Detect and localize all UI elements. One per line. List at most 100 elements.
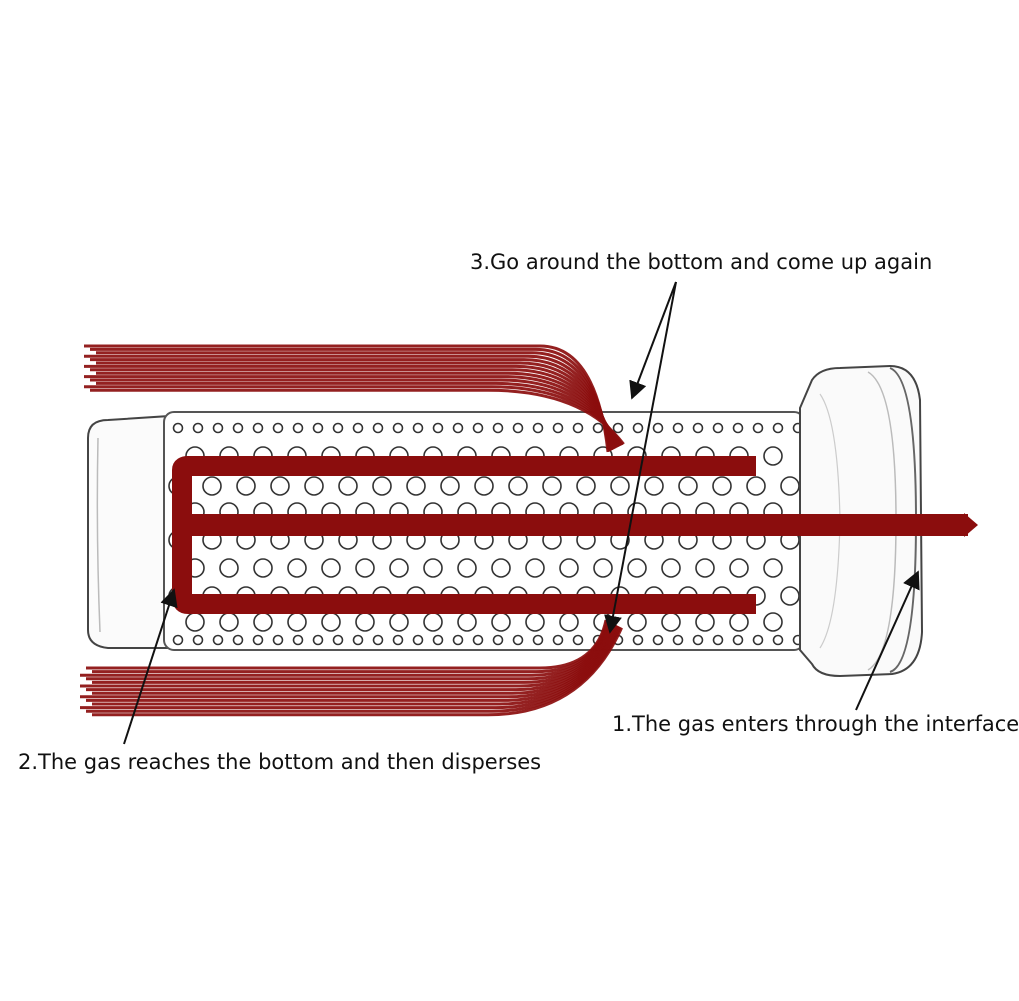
- step3-label: 3.Go around the bottom and come up again: [470, 250, 933, 274]
- arrow-step1: [855, 570, 920, 711]
- perforation-hole: [712, 634, 724, 646]
- perforation-hole: [332, 634, 344, 646]
- perforation-hole: [219, 558, 239, 578]
- perforation-hole: [352, 422, 364, 434]
- perforation-hole: [432, 634, 444, 646]
- bottom-dispersal-stream: [172, 456, 756, 525]
- perforation-hole: [729, 612, 749, 632]
- perforation-hole: [192, 634, 204, 646]
- perforation-hole: [576, 476, 596, 496]
- perforation-hole: [661, 558, 681, 578]
- perforation-hole: [612, 422, 624, 434]
- perforation-hole: [732, 422, 744, 434]
- perforation-hole: [763, 446, 783, 466]
- perforation-hole: [232, 634, 244, 646]
- perforation-hole: [610, 476, 630, 496]
- flow-strand: [90, 388, 625, 446]
- perforation-hole: [780, 476, 800, 496]
- perforation-hole: [559, 558, 579, 578]
- perforation-hole: [252, 422, 264, 434]
- perforation-hole: [253, 612, 273, 632]
- perforation-hole: [338, 476, 358, 496]
- perforation-hole: [746, 476, 766, 496]
- bottom-cap: [87, 414, 174, 649]
- perforation-hole: [355, 558, 375, 578]
- perforation-hole: [312, 634, 324, 646]
- arrow-step2: [123, 588, 178, 745]
- perforation-hole: [729, 558, 749, 578]
- perforation-hole: [652, 634, 664, 646]
- perforation-hole: [532, 422, 544, 434]
- perforation-hole: [412, 634, 424, 646]
- perforation-hole: [772, 422, 784, 434]
- perforation-hole: [406, 476, 426, 496]
- perforation-hole: [752, 634, 764, 646]
- perforation-hole: [559, 612, 579, 632]
- perforation-hole: [355, 612, 375, 632]
- perforation-hole: [372, 422, 384, 434]
- perforation-hole: [287, 612, 307, 632]
- perforation-hole: [763, 558, 783, 578]
- flow-strand: [92, 627, 623, 717]
- perforation-hole: [712, 422, 724, 434]
- perforation-hole: [457, 612, 477, 632]
- perforation-hole: [692, 422, 704, 434]
- perforation-hole: [185, 612, 205, 632]
- perforation-hole: [292, 634, 304, 646]
- perforation-hole: [212, 634, 224, 646]
- perforation-hole: [392, 634, 404, 646]
- perforation-hole: [712, 476, 732, 496]
- perforation-hole: [332, 422, 344, 434]
- perforation-hole: [492, 634, 504, 646]
- perforation-hole: [525, 558, 545, 578]
- perforation-hole: [312, 422, 324, 434]
- perforation-hole: [389, 612, 409, 632]
- perforation-hole: [219, 612, 239, 632]
- gas-flow-icon: [80, 344, 978, 717]
- perforation-hole: [732, 634, 744, 646]
- perforation-hole: [492, 422, 504, 434]
- perforation-hole: [432, 422, 444, 434]
- perforation-hole: [352, 634, 364, 646]
- perforation-hole: [695, 612, 715, 632]
- perforation-hole: [512, 634, 524, 646]
- perforation-hole: [321, 558, 341, 578]
- perforation-hole: [552, 422, 564, 434]
- perforation-hole: [692, 634, 704, 646]
- perforation-hole: [272, 634, 284, 646]
- perforation-hole: [423, 558, 443, 578]
- perforation-hole: [212, 422, 224, 434]
- return-stream-top: [84, 344, 625, 453]
- perforation-hole: [253, 558, 273, 578]
- perforation-hole: [472, 634, 484, 646]
- perforation-hole: [272, 422, 284, 434]
- perforation-hole: [644, 476, 664, 496]
- perforation-hole: [304, 476, 324, 496]
- perforation-hole: [172, 422, 184, 434]
- perforation-hole: [491, 612, 511, 632]
- perforation-hole: [632, 422, 644, 434]
- perforation-hole: [236, 476, 256, 496]
- perforation-hole: [672, 422, 684, 434]
- arrow-step3-b: [604, 281, 677, 634]
- perforation-hole: [287, 558, 307, 578]
- perforation-hole: [627, 612, 647, 632]
- perforation-hole: [440, 476, 460, 496]
- arrow-step3-a: [629, 281, 677, 400]
- perforation-hole: [525, 612, 545, 632]
- step1-label: 1.The gas enters through the interface: [612, 712, 1019, 736]
- perforation-hole: [572, 634, 584, 646]
- perforation-hole: [627, 558, 647, 578]
- perforation-hole: [270, 476, 290, 496]
- perforation-hole: [452, 422, 464, 434]
- perforation-hole: [593, 558, 613, 578]
- perforation-hole: [452, 634, 464, 646]
- perforation-hole: [512, 422, 524, 434]
- perforation-hole: [652, 422, 664, 434]
- perforation-hole: [392, 422, 404, 434]
- perforation-hole: [552, 634, 564, 646]
- perforation-hole: [592, 422, 604, 434]
- callout-arrows: [123, 281, 920, 745]
- step2-label: 2.The gas reaches the bottom and then di…: [18, 750, 542, 774]
